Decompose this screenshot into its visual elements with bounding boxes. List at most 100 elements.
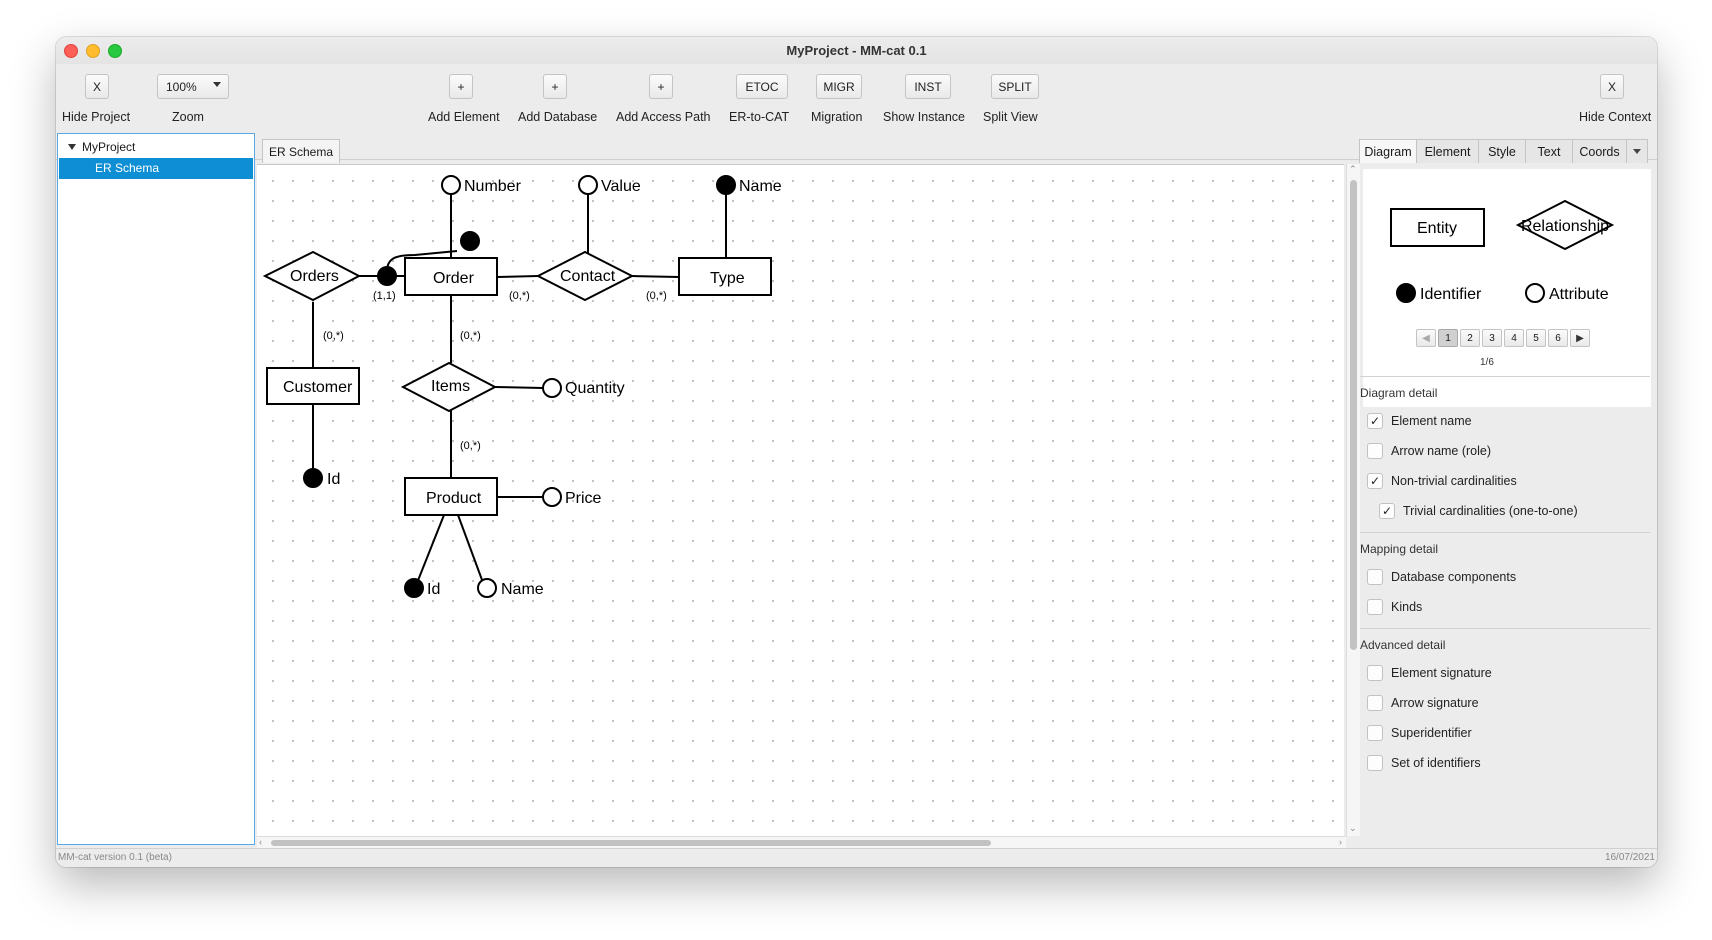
tab-text[interactable]: Text [1525,139,1573,163]
add-database-button[interactable]: + [543,74,567,99]
pager-page-button[interactable]: 2 [1460,329,1480,347]
identifier-product-id[interactable] [404,578,424,598]
scroll-right-arrow-icon[interactable]: › [1339,837,1342,847]
identifier-order-composite[interactable] [460,231,480,251]
migration-button[interactable]: MIGR [816,74,862,99]
minimize-window-button[interactable] [86,44,100,58]
checkbox-checked-icon[interactable]: ✓ [1367,413,1383,429]
option-label: Trivial cardinalities (one-to-one) [1403,504,1578,518]
option-database-components[interactable]: Database components [1367,569,1516,585]
attribute-product-name[interactable] [477,578,497,598]
pager-count: 1/6 [1480,357,1494,368]
relationship-items[interactable] [400,361,498,413]
checkbox-icon[interactable] [1367,569,1383,585]
pager-page-button[interactable]: 6 [1548,329,1568,347]
option-arrow-signature[interactable]: Arrow signature [1367,695,1479,711]
relationship-orders[interactable] [262,250,362,302]
relationship-contact[interactable] [535,250,635,302]
entity-customer[interactable] [266,367,360,405]
option-element-name[interactable]: ✓ Element name [1367,413,1472,429]
diagram-canvas[interactable]: Orders Contact Items Order Type Customer… [257,164,1344,837]
attribute-number[interactable] [441,175,461,195]
identifier-name[interactable] [716,175,736,195]
option-element-signature[interactable]: Element signature [1367,665,1492,681]
checkbox-icon[interactable] [1367,695,1383,711]
option-label: Non-trivial cardinalities [1391,474,1517,488]
option-trivial-cardinalities[interactable]: ✓ Trivial cardinalities (one-to-one) [1379,503,1578,519]
attribute-value[interactable] [578,175,598,195]
legend-entity-label: Entity [1417,220,1457,237]
option-superidentifier[interactable]: Superidentifier [1367,725,1472,741]
horizontal-scroll-thumb[interactable] [271,840,991,846]
tabs-overflow-button[interactable] [1626,139,1648,163]
option-label: Arrow signature [1391,696,1479,710]
attribute-quantity[interactable] [542,378,562,398]
chevron-down-icon [213,82,221,87]
pager-page-button[interactable]: 1 [1438,329,1458,347]
pager-page-button[interactable]: 3 [1482,329,1502,347]
hide-context-button[interactable]: X [1600,74,1624,99]
add-access-path-button[interactable]: + [649,74,673,99]
pager-next-button[interactable]: ▶ [1570,329,1590,347]
show-instance-button[interactable]: INST [905,74,951,99]
option-label: Arrow name (role) [1391,444,1492,458]
cardinality-label: (0,*) [323,330,344,342]
date-label: 16/07/2021 [1604,852,1655,863]
zoom-value: 100% [166,79,197,94]
pager-prev-button[interactable]: ◀ [1416,329,1436,347]
tree-item-project[interactable]: MyProject [68,140,135,154]
option-kinds[interactable]: Kinds [1367,599,1422,615]
checkbox-checked-icon[interactable]: ✓ [1367,473,1383,489]
add-element-button[interactable]: + [449,74,473,99]
entity-order[interactable] [404,257,498,296]
tree-item-er-schema[interactable]: ER Schema [59,158,253,179]
checkbox-icon[interactable] [1367,725,1383,741]
divider [1360,376,1650,377]
hide-project-button[interactable]: X [85,74,109,99]
er-to-cat-label: ER-to-CAT [729,110,790,124]
legend-attribute-icon [1525,283,1545,303]
cardinality-label: (0,*) [460,330,481,342]
tab-style[interactable]: Style [1478,139,1526,163]
checkbox-icon[interactable] [1367,443,1383,459]
option-set-of-identifiers[interactable]: Set of identifiers [1367,755,1481,771]
checkbox-checked-icon[interactable]: ✓ [1379,503,1395,519]
scroll-left-arrow-icon[interactable]: ‹ [259,837,262,847]
vertical-scroll-thumb[interactable] [1350,180,1357,650]
zoom-select[interactable]: 100% [157,74,229,99]
tree-expand-icon[interactable] [68,144,76,150]
tab-coords[interactable]: Coords [1572,139,1627,163]
attribute-quantity-label: Quantity [565,380,625,397]
migration-label: Migration [811,110,863,124]
legend-attribute-label: Attribute [1549,286,1609,303]
scroll-down-arrow-icon[interactable]: ⌄ [1349,823,1357,833]
tab-er-schema[interactable]: ER Schema [262,139,340,163]
add-database-label: Add Database [518,110,598,124]
tab-diagram[interactable]: Diagram [1359,139,1417,163]
horizontal-scrollbar[interactable]: ‹ › [257,836,1346,849]
identifier-customer-id[interactable] [303,468,323,488]
zoom-window-button[interactable] [108,44,122,58]
attribute-price[interactable] [542,487,562,507]
pager-page-button[interactable]: 5 [1526,329,1546,347]
cardinality-label: (0,*) [460,440,481,452]
scroll-up-arrow-icon[interactable]: ⌃ [1349,164,1357,174]
checkbox-icon[interactable] [1367,665,1383,681]
tab-element[interactable]: Element [1416,139,1479,163]
identifier-order-orders[interactable] [377,266,397,286]
vertical-scrollbar[interactable]: ⌃ ⌄ [1346,164,1360,836]
close-window-button[interactable] [64,44,78,58]
option-label: Kinds [1391,600,1423,614]
pager-page-button[interactable]: 4 [1504,329,1524,347]
checkbox-icon[interactable] [1367,599,1383,615]
project-panel: MyProject ER Schema [57,133,255,845]
checkbox-icon[interactable] [1367,755,1383,771]
section-title-advanced-detail: Advanced detail [1360,638,1446,652]
entity-product[interactable] [404,477,498,516]
split-view-button[interactable]: SPLIT [991,74,1039,99]
identifier-name-label: Name [739,178,782,195]
entity-type[interactable] [678,257,772,296]
er-to-cat-button[interactable]: ETOC [736,74,788,99]
option-arrow-name[interactable]: Arrow name (role) [1367,443,1491,459]
option-non-trivial-cardinalities[interactable]: ✓ Non-trivial cardinalities [1367,473,1517,489]
